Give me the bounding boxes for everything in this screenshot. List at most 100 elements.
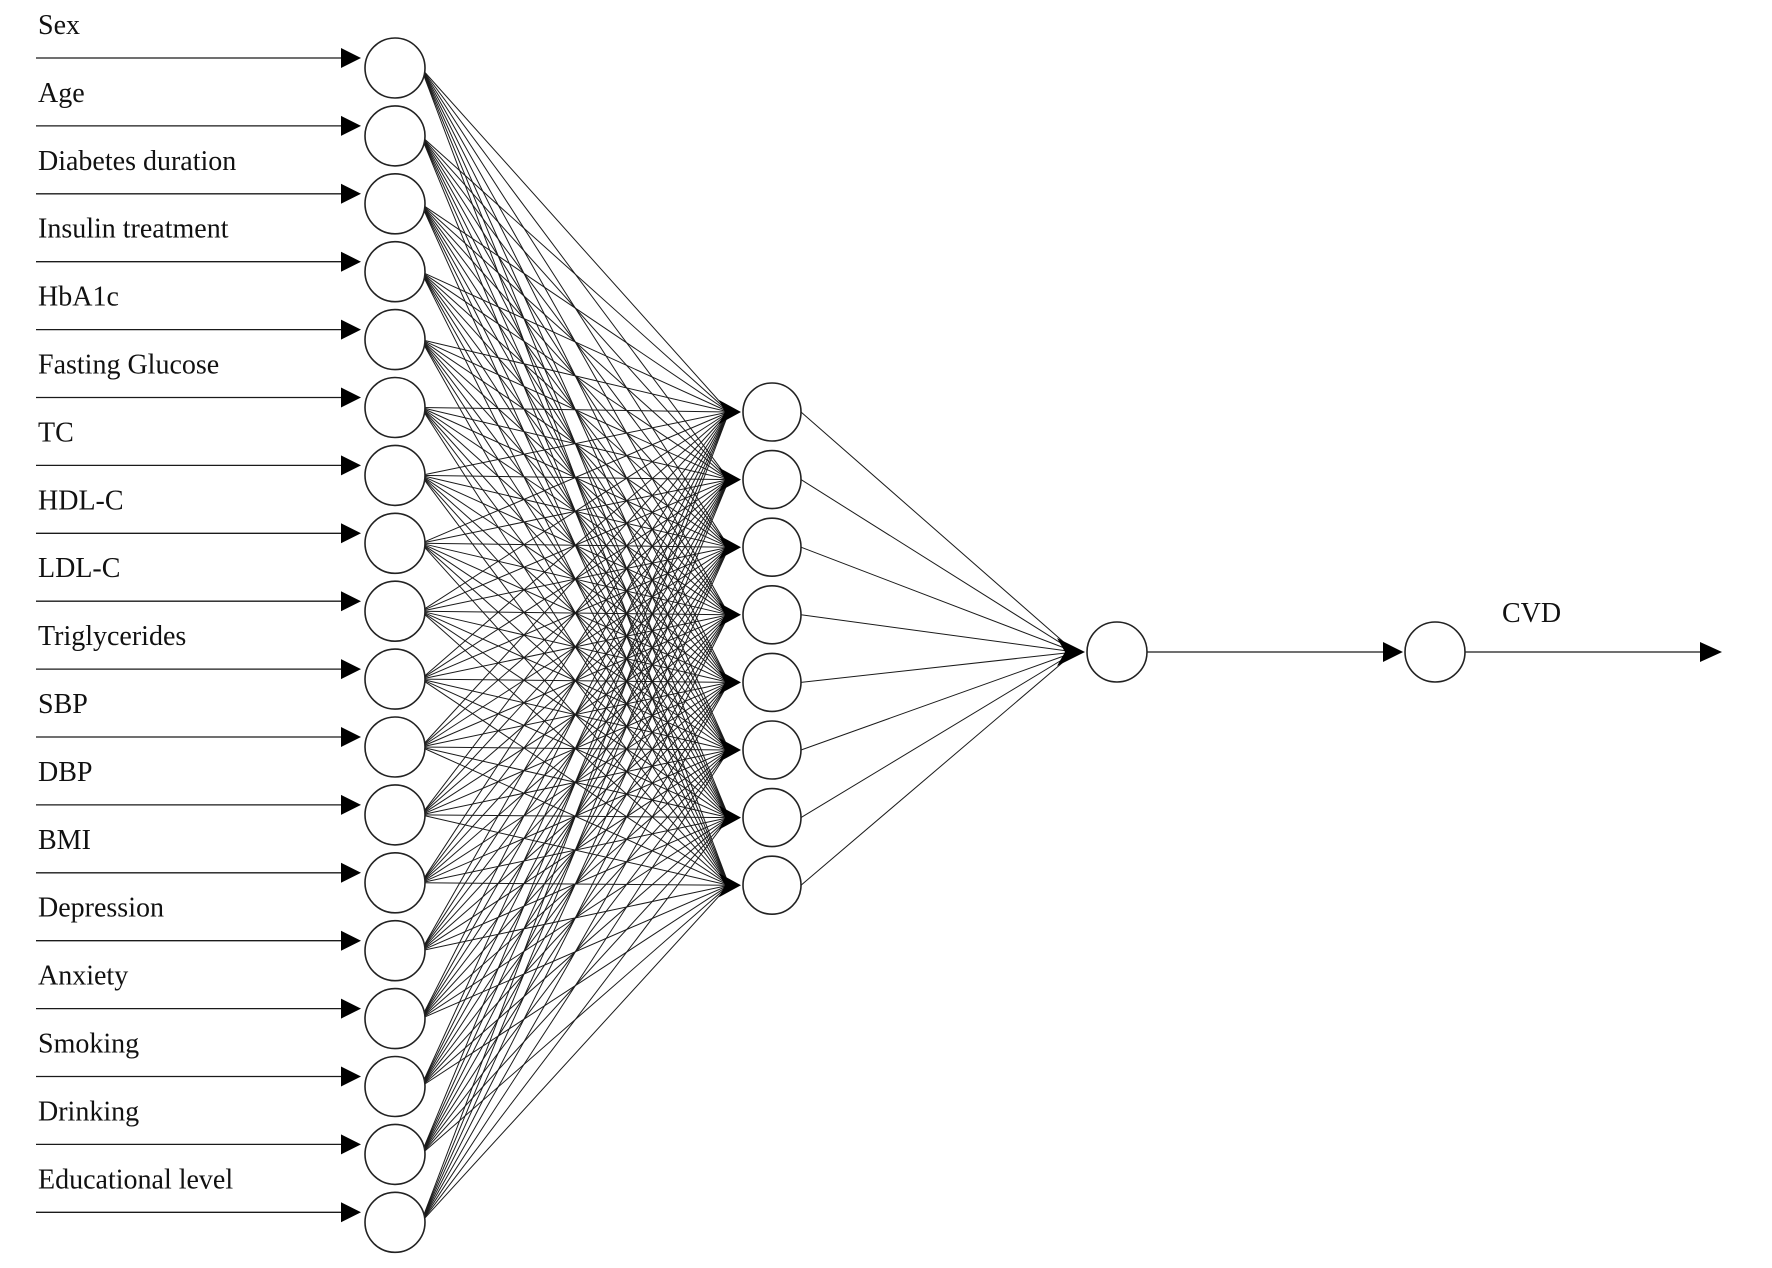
hidden-node-3 <box>742 517 802 578</box>
connection-input-17-hidden-1 <box>420 411 730 1155</box>
connection-input-18-hidden-4 <box>420 614 730 1223</box>
input-node-16 <box>364 1055 426 1118</box>
input-node-9 <box>364 580 426 643</box>
input-node-15 <box>364 987 426 1050</box>
cvd-arrowhead <box>1700 642 1722 662</box>
connection-input-4-hidden-1 <box>420 271 730 413</box>
input-node-2 <box>364 105 426 167</box>
connection-input-18-hidden-3 <box>420 546 730 1223</box>
input-arrowhead-10 <box>341 659 361 680</box>
connection-input-3-hidden-1 <box>420 203 730 413</box>
connection-input-12-hidden-1 <box>420 411 730 816</box>
connection-input-7-hidden-1 <box>420 411 730 476</box>
connection-hidden-4-output <box>800 614 1076 653</box>
output-label: CVD <box>1502 598 1561 629</box>
hidden-node-6 <box>742 720 802 780</box>
input-arrowhead-11 <box>341 727 361 747</box>
input-arrowhead-13 <box>341 862 361 883</box>
input-label-15: Anxiety <box>38 961 128 992</box>
hidden-node-4 <box>742 584 802 645</box>
connection-input-1-hidden-1 <box>420 67 730 413</box>
input-node-4 <box>364 240 426 303</box>
input-arrowhead-9 <box>341 591 361 612</box>
input-wires-layer <box>36 48 1722 1223</box>
hidden-arrowhead-5 <box>719 670 741 695</box>
hidden-arrowhead-2 <box>719 467 741 492</box>
connection-input-18-hidden-6 <box>420 749 730 1223</box>
input-label-16: Smoking <box>38 1029 139 1060</box>
connection-input-16-hidden-1 <box>420 411 730 1087</box>
input-label-4: Insulin treatment <box>38 214 229 245</box>
connection-hidden-6-output <box>800 651 1076 751</box>
hidden-arrowhead-8 <box>719 873 741 898</box>
connection-input-8-hidden-1 <box>420 411 730 544</box>
connection-input-5-hidden-1 <box>420 339 730 413</box>
connection-input-11-hidden-1 <box>420 411 730 748</box>
connection-input-18-hidden-1 <box>420 411 730 1223</box>
input-arrowhead-7 <box>341 455 361 476</box>
connection-input-14-hidden-1 <box>420 411 730 951</box>
input-arrowhead-4 <box>341 251 361 272</box>
input-node-1 <box>364 37 426 99</box>
hidden-arrowhead-3 <box>719 535 741 560</box>
input-node-17 <box>364 1123 426 1186</box>
connection-input-13-hidden-1 <box>420 411 730 884</box>
connection-input-18-hidden-2 <box>420 479 730 1223</box>
hidden-arrowhead-6 <box>719 738 741 762</box>
input-node-18 <box>364 1191 426 1254</box>
input-label-3: Diabetes duration <box>38 146 236 177</box>
input-arrowhead-18 <box>341 1202 361 1223</box>
input-node-10 <box>364 648 426 710</box>
input-label-8: HDL-C <box>38 485 124 516</box>
input-label-5: HbA1c <box>38 282 119 313</box>
input-node-5 <box>364 308 426 371</box>
input-node-7 <box>364 444 426 507</box>
hidden-node-5 <box>742 652 802 713</box>
connection-input-9-hidden-1 <box>420 411 730 612</box>
final-node <box>1404 621 1466 683</box>
connection-input-10-hidden-1 <box>420 411 730 680</box>
input-arrowhead-2 <box>341 115 361 136</box>
hidden-node-7 <box>742 787 802 848</box>
input-node-11 <box>364 716 426 778</box>
connection-input-18-hidden-8 <box>420 884 730 1223</box>
hidden-node-8 <box>742 855 802 916</box>
input-arrowhead-1 <box>341 48 361 68</box>
nodes-layer <box>364 37 1466 1254</box>
hidden-node-2 <box>742 449 802 510</box>
input-label-2: Age <box>38 78 85 109</box>
input-arrowhead-17 <box>341 1134 361 1155</box>
connections-layer <box>420 67 1085 1223</box>
input-arrowhead-8 <box>341 523 361 544</box>
hidden-arrowhead-1 <box>719 400 741 424</box>
hidden-node-1 <box>742 382 802 442</box>
connection-hidden-2-output <box>800 479 1076 653</box>
input-arrowhead-12 <box>341 794 361 815</box>
input-label-12: DBP <box>38 757 92 788</box>
input-arrowhead-15 <box>341 998 361 1019</box>
input-node-14 <box>364 919 426 982</box>
input-label-14: Depression <box>38 893 164 924</box>
input-label-10: Triglycerides <box>38 621 186 652</box>
input-label-11: SBP <box>38 689 88 720</box>
connection-input-6-hidden-1 <box>420 407 730 413</box>
connection-hidden-8-output <box>800 651 1076 886</box>
input-label-1: Sex <box>38 10 80 41</box>
connection-hidden-3-output <box>800 546 1076 653</box>
connection-input-18-hidden-5 <box>420 682 730 1223</box>
input-arrowhead-16 <box>341 1066 361 1087</box>
input-node-3 <box>364 173 426 235</box>
connection-input-2-hidden-1 <box>420 135 730 413</box>
hidden-arrowhead-4 <box>719 602 741 627</box>
final-arrowhead <box>1383 642 1403 662</box>
input-arrowhead-14 <box>341 930 361 951</box>
connection-hidden-1-output <box>800 411 1076 653</box>
input-node-12 <box>364 784 426 846</box>
input-arrowhead-3 <box>341 183 361 204</box>
input-label-9: LDL-C <box>38 553 120 584</box>
input-label-13: BMI <box>38 825 91 856</box>
input-label-7: TC <box>38 417 74 448</box>
input-label-18: Educational level <box>38 1164 233 1195</box>
